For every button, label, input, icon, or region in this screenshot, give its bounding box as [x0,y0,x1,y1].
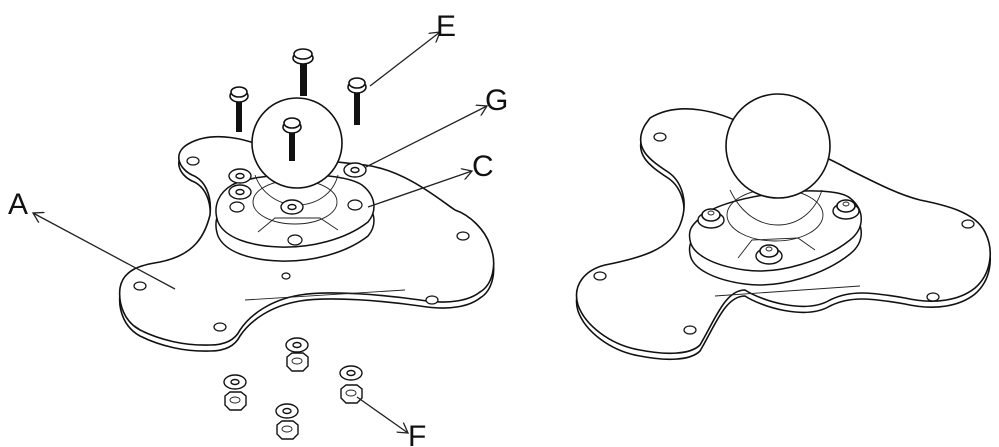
leader-line-f [356,396,408,433]
washers-exploded [228,162,367,215]
assembled-view [575,93,991,361]
callout-label-c: C [472,150,494,183]
callout-label-g: G [485,84,508,117]
bolts-exploded [229,48,367,161]
ball-base-exploded [215,173,375,262]
nuts-exploded [223,337,363,440]
leader-lines [33,32,487,433]
ball-exploded [251,97,343,206]
exploded-view: A E G C F [8,10,508,447]
ball-assembled [725,93,831,226]
callout-label-a: A [8,188,28,221]
leader-line-g [365,106,487,168]
leader-line-e [369,32,440,87]
callout-label-e: E [436,10,456,43]
callout-label-f: F [408,420,426,447]
bolt-heads-assembled [697,199,860,265]
leader-line-c [367,171,472,208]
ball-base-assembled [688,188,862,286]
leader-line-a [33,213,176,290]
